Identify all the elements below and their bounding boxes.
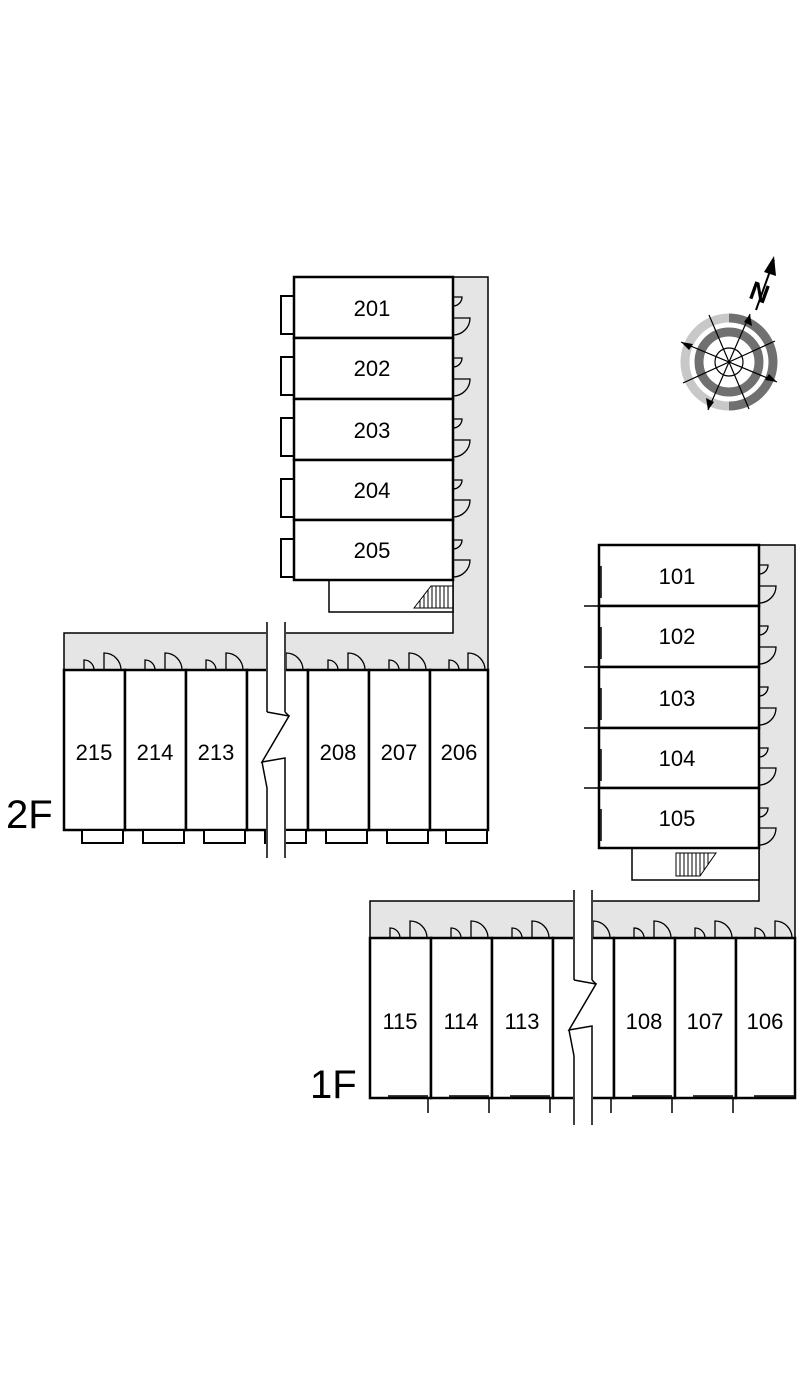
unit-label: 104 — [659, 746, 696, 771]
unit-105: 105 — [584, 786, 777, 850]
unit-214: 214 — [123, 652, 188, 844]
unit-label: 113 — [504, 1009, 539, 1034]
unit-107: 107 — [673, 920, 738, 1113]
unit-label: 201 — [354, 296, 391, 321]
stair-landing-2f — [328, 579, 454, 613]
north-label: N — [746, 275, 774, 310]
unit-label: 106 — [747, 1009, 784, 1034]
unit-207: 207 — [367, 652, 432, 844]
unit-label: 208 — [320, 740, 357, 765]
unit-215: 215 — [62, 652, 127, 844]
unit-label: 206 — [441, 740, 478, 765]
unit-label: 204 — [354, 478, 391, 503]
unit-108: 108 — [612, 920, 677, 1113]
stair-icon — [412, 585, 454, 609]
unit-114: 114 — [429, 920, 494, 1113]
unit-201: 201 — [280, 275, 471, 340]
unit-104: 104 — [584, 726, 777, 790]
unit-label: 105 — [659, 806, 696, 831]
floor-label-2f: 2F — [6, 793, 53, 837]
unit-101: 101 — [597, 543, 777, 608]
unit-213: 213 — [184, 652, 249, 844]
unit-113: 113 — [490, 920, 555, 1113]
unit-203: 203 — [280, 397, 471, 462]
unit-label: 115 — [382, 1009, 417, 1034]
break-marker-1f — [567, 890, 598, 1126]
break-marker-2f — [260, 622, 291, 860]
floor-1f: 101 102 103 104 — [310, 543, 797, 1126]
unit-label: 215 — [76, 740, 113, 765]
floor-label-1f: 1F — [310, 1063, 357, 1107]
unit-label: 214 — [137, 740, 174, 765]
unit-label: 213 — [198, 740, 235, 765]
unit-label: 103 — [659, 686, 696, 711]
unit-label: 203 — [354, 418, 391, 443]
unit-103: 103 — [584, 665, 777, 730]
unit-label: 205 — [354, 538, 391, 563]
unit-115: 115 — [368, 920, 433, 1113]
unit-202: 202 — [280, 336, 471, 401]
unit-label: 102 — [659, 624, 696, 649]
unit-label: 108 — [626, 1009, 663, 1034]
unit-label: 101 — [659, 564, 696, 589]
floor-2f: 201 202 203 204 205 — [6, 275, 490, 860]
compass-icon: N — [680, 256, 778, 411]
unit-205: 205 — [280, 518, 471, 582]
unit-label: 202 — [354, 356, 391, 381]
unit-204: 204 — [280, 458, 471, 522]
unit-label: 114 — [443, 1009, 478, 1034]
unit-102: 102 — [584, 604, 777, 669]
unit-label: 207 — [381, 740, 418, 765]
unit-206: 206 — [428, 652, 490, 844]
stair-icon — [675, 852, 717, 877]
unit-106: 106 — [734, 920, 797, 1100]
unit-208: 208 — [306, 652, 371, 844]
unit-label: 107 — [687, 1009, 724, 1034]
